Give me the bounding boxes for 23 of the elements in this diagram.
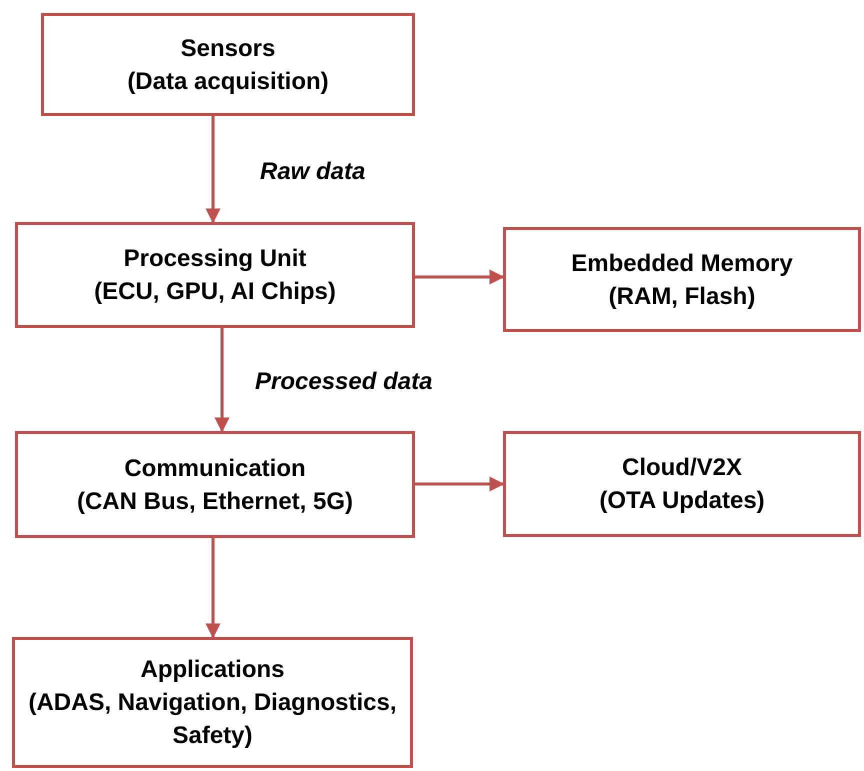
- box-title: Applications: [140, 655, 284, 685]
- box-title: Embedded Memory: [571, 248, 793, 278]
- box-subtitle: (OTA Updates): [599, 486, 765, 516]
- process-box: [503, 431, 861, 537]
- arrow: [415, 476, 504, 492]
- process-box: [15, 222, 415, 328]
- arrow: [415, 270, 504, 284]
- arrow: [206, 116, 220, 224]
- process-box: [41, 13, 415, 116]
- box-subtitle: (RAM, Flash): [608, 282, 756, 312]
- box-subtitle: (CAN Bus, Ethernet, 5G): [76, 486, 354, 516]
- arrow: [214, 328, 230, 432]
- box-title: Sensors: [180, 34, 276, 64]
- box-title: Processing Unit: [124, 244, 306, 274]
- box-subtitle: (Data acquisition): [127, 66, 329, 96]
- box-subtitle: (ECU, GPU, AI Chips): [94, 277, 336, 307]
- box-subtitle: (ADAS, Navigation, Diagnostics, Safety): [27, 688, 398, 751]
- process-box: [15, 431, 415, 538]
- arrow: [206, 538, 220, 638]
- box-title: Communication: [124, 454, 306, 484]
- process-box: [503, 227, 861, 332]
- process-box: [12, 637, 413, 768]
- box-title: Cloud/V2X: [622, 453, 742, 483]
